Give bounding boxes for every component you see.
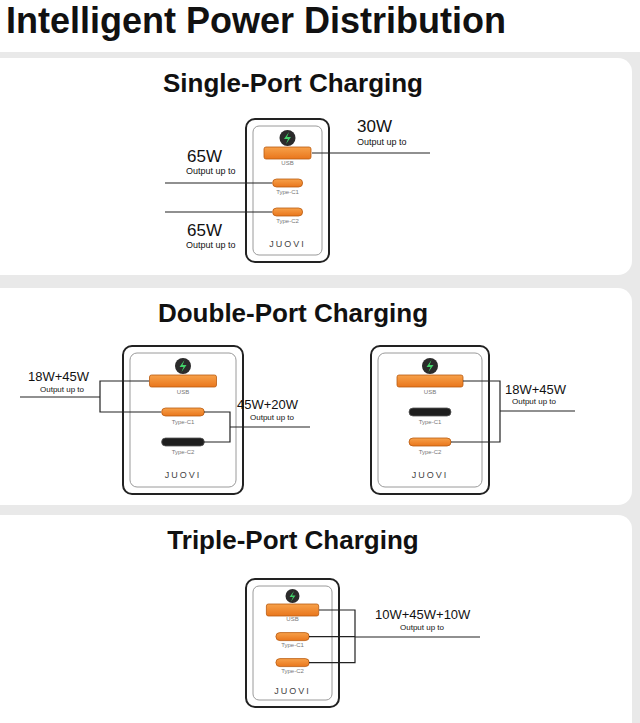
leader-line bbox=[20, 153, 575, 663]
wattage-callout: 65W bbox=[187, 222, 222, 239]
wattage-callout: 30W bbox=[357, 118, 392, 135]
port-label: USB bbox=[247, 160, 328, 166]
charger-housing: USB Type-C1Type-C2JUOVI bbox=[370, 345, 490, 495]
charger-housing: USB Type-C1Type-C2JUOVI bbox=[122, 345, 244, 495]
charger-housing: USB Type-C1Type-C2JUOVI bbox=[245, 578, 340, 708]
callout-note: Output up to bbox=[400, 624, 444, 632]
page-title: Intelligent Power Distribution bbox=[6, 3, 506, 39]
panel-ground bbox=[0, 515, 632, 723]
callout-note: Output up to bbox=[186, 167, 236, 176]
port-label: Type-C2 bbox=[124, 449, 242, 455]
callout-note: Output up to bbox=[250, 414, 294, 422]
port-label: Type-C1 bbox=[247, 189, 328, 195]
section-band: Single-Port ChargingUSB Type-C1Type-C2JUO… bbox=[0, 58, 632, 275]
panel-ground bbox=[0, 58, 632, 275]
section-band: Double-Port ChargingUSB Type-C1Type-C2JUO… bbox=[0, 288, 632, 505]
brand-label: JUOVI bbox=[247, 240, 328, 249]
brand-label: JUOVI bbox=[372, 471, 488, 480]
brand-label: JUOVI bbox=[247, 687, 338, 696]
section-heading: Double-Port Charging bbox=[0, 300, 586, 326]
header-ground bbox=[0, 0, 640, 52]
port-label: USB bbox=[372, 389, 488, 395]
port-label: Type-C1 bbox=[124, 419, 242, 425]
callout-note: Output up to bbox=[40, 386, 84, 394]
port-label: Type-C2 bbox=[247, 218, 328, 224]
wattage-callout: 10W+45W+10W bbox=[375, 608, 470, 621]
section-band: Triple-Port ChargingUSB Type-C1Type-C2JUO… bbox=[0, 515, 632, 723]
wattage-callout: 65W bbox=[187, 148, 222, 165]
wattage-callout: 18W+45W bbox=[28, 370, 89, 383]
charger-housing: USB Type-C1Type-C2JUOVI bbox=[245, 118, 330, 263]
panel-ground bbox=[0, 288, 632, 505]
callout-note: Output up to bbox=[186, 241, 236, 250]
wattage-callout: 18W+45W bbox=[505, 383, 566, 396]
callout-note: Output up to bbox=[357, 138, 407, 147]
port-label: Type-C2 bbox=[372, 449, 488, 455]
section-heading: Single-Port Charging bbox=[0, 70, 586, 96]
port-label: USB bbox=[124, 389, 242, 395]
callout-note: Output up to bbox=[512, 398, 556, 406]
port-label: Type-C2 bbox=[247, 668, 338, 674]
wattage-callout: 45W+20W bbox=[237, 398, 298, 411]
port-label: Type-C1 bbox=[247, 642, 338, 648]
port-label: USB bbox=[247, 616, 338, 622]
brand-label: JUOVI bbox=[124, 471, 242, 480]
section-heading: Triple-Port Charging bbox=[0, 527, 586, 553]
port-label: Type-C1 bbox=[372, 419, 488, 425]
